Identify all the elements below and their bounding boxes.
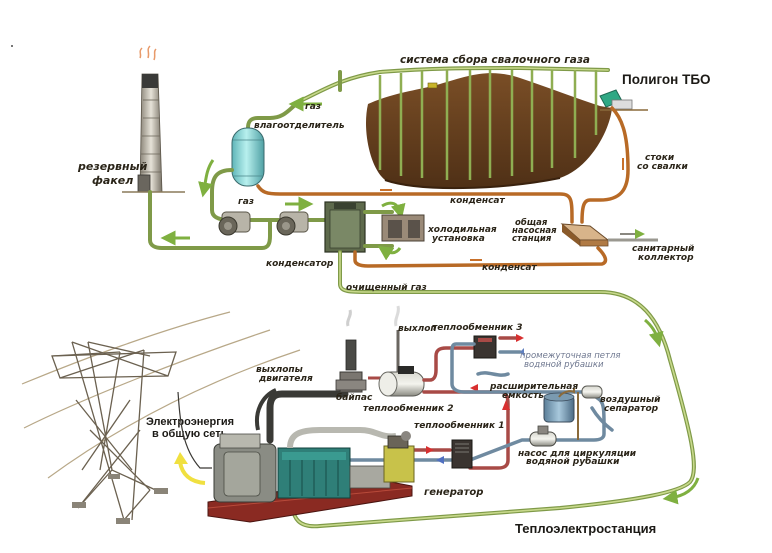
air-separator-label-1: воздушный	[600, 395, 661, 405]
bulldozer-icon	[427, 82, 438, 89]
pump-station-label-1: общая	[515, 217, 548, 228]
reserve-flare-label-1: резервный	[77, 160, 148, 173]
heat-exchanger-2-label: теплообменник 2	[363, 403, 454, 414]
gas-collection-label: система сбора свалочного газа	[400, 54, 590, 66]
refrigeration-label-1: холодильная	[427, 225, 497, 235]
condensate-top-label: конденсат	[450, 196, 506, 206]
generator-label: генератор	[424, 487, 483, 498]
expansion-tank-icon	[543, 388, 579, 440]
cleaned-gas-label: очищенный газ	[346, 283, 427, 293]
landfill-title: Полигон ТБО	[622, 72, 711, 87]
exhaust-label: выхлоп	[398, 324, 437, 334]
air-separator-label-2: сепаратор	[604, 404, 659, 414]
leachate-label-1: стоки	[645, 153, 675, 163]
blower-icon	[276, 211, 309, 236]
air-separator-icon	[581, 385, 603, 399]
electricity-label-2: в общую сеть	[152, 428, 228, 440]
sanitary-label-1: санитарный	[632, 244, 695, 254]
intermediate-loop-label-1: промежуточная петля	[520, 351, 621, 361]
refrigeration-label-2: установка	[432, 234, 485, 244]
dump-truck-icon	[599, 89, 648, 111]
condensate-bottom-label: конденсат	[482, 263, 538, 273]
stray-dot	[11, 45, 13, 47]
gas-blowers-label: газ	[238, 197, 254, 207]
power-tower-icon	[21, 311, 301, 524]
condenser-label: конденсатор	[266, 259, 334, 269]
plant-title: Теплоэлектростанция	[515, 521, 656, 536]
leachate-label-2: со свалки	[637, 162, 688, 172]
heat-exchanger-1-label: теплообменник 1	[414, 420, 505, 431]
engine-exhaust-label-2: двигателя	[258, 374, 313, 384]
pump-station-icon	[560, 223, 610, 247]
power-output-arrow	[174, 452, 188, 464]
condenser-icon	[324, 201, 366, 253]
jacket-pump-label-1: насос для циркуляции	[518, 449, 637, 459]
moisture-separator-label: влагоотделитель	[254, 121, 345, 131]
expansion-tank-label-1: расширительная	[489, 382, 578, 392]
electricity-label-1: Электроэнергия	[146, 416, 234, 428]
intermediate-loop-label-2: водяной рубашки	[524, 360, 604, 370]
pump-station-label-2: насосная	[512, 226, 557, 236]
flare-stack-icon	[122, 45, 185, 193]
generator-set-icon	[207, 427, 415, 523]
reserve-flare-label-2: факел	[92, 174, 133, 187]
pump-station-label-3: станция	[512, 234, 552, 244]
bypass-label: байпас	[336, 392, 373, 403]
sanitary-label-2: коллектор	[638, 253, 694, 263]
engine-exhaust-label-1: выхлопы	[256, 365, 303, 375]
gas-top-label: газ	[305, 102, 321, 112]
jacket-pump-label-2: водяной рубашки	[526, 456, 620, 467]
gas-collection-system	[298, 66, 610, 180]
heat-exchanger-3-label: теплообменник 3	[432, 322, 523, 333]
chiller-icon	[381, 214, 425, 242]
heat-exchanger-3-icon	[473, 335, 497, 359]
blower-icon	[218, 211, 251, 236]
tank-icon	[231, 127, 265, 187]
jacket-pump-icon	[529, 425, 557, 447]
heat-exchanger-2-icon	[378, 305, 425, 397]
expansion-tank-label-2: емкость	[502, 391, 544, 401]
heat-exchanger-1-icon	[451, 439, 473, 469]
bypass-valve-icon	[335, 309, 367, 393]
